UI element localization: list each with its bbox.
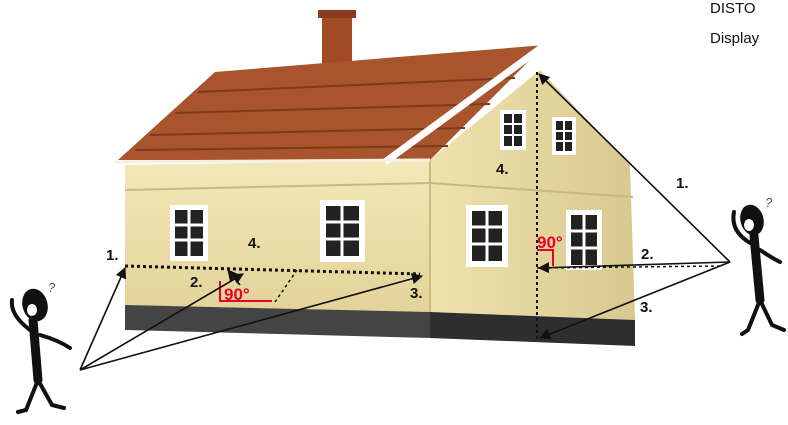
left-person-figure: ? bbox=[12, 280, 70, 412]
label-1-left: 1. bbox=[106, 247, 119, 264]
window bbox=[500, 110, 526, 150]
window bbox=[566, 210, 602, 270]
label-3-right: 3. bbox=[640, 299, 653, 316]
label-2-left: 2. bbox=[190, 274, 203, 291]
label-3-left: 3. bbox=[410, 285, 423, 302]
label-4-side: 4. bbox=[496, 161, 509, 178]
angle-label-side: 90° bbox=[537, 233, 563, 252]
window bbox=[170, 205, 208, 261]
question-mark-icon: ? bbox=[48, 280, 56, 295]
header-line-2: Display bbox=[710, 30, 760, 47]
label-4-front: 4. bbox=[248, 235, 261, 252]
window bbox=[320, 200, 365, 262]
label-1-right: 1. bbox=[676, 175, 689, 192]
label-2-right: 2. bbox=[641, 246, 654, 263]
right-person-figure: ? bbox=[733, 195, 784, 334]
house bbox=[115, 10, 645, 346]
window bbox=[466, 205, 508, 267]
question-mark-icon: ? bbox=[765, 195, 773, 210]
angle-label-front: 90° bbox=[224, 285, 250, 304]
header-line-1: DISTO bbox=[710, 0, 756, 17]
window bbox=[552, 117, 576, 155]
